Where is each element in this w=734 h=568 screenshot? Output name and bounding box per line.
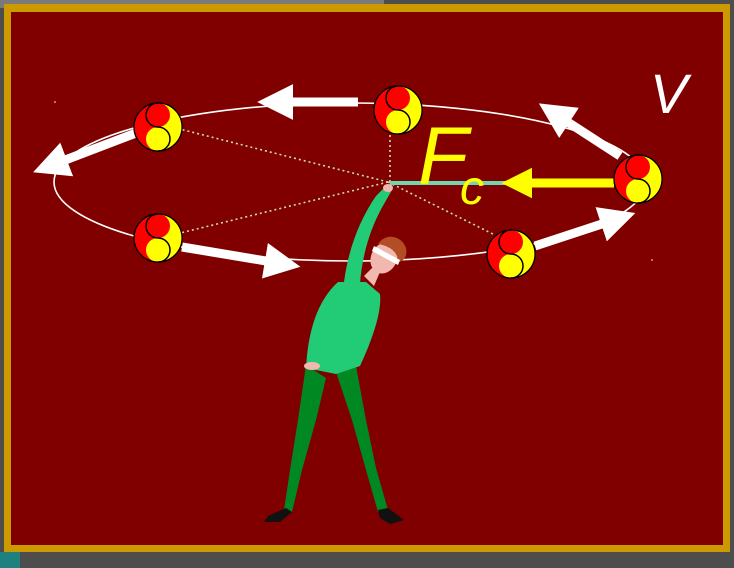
ball-upper-left xyxy=(133,102,183,152)
person-hair xyxy=(378,236,407,262)
stray-dot xyxy=(651,259,653,261)
person-neck xyxy=(364,268,380,286)
radius-line-1 xyxy=(159,123,389,183)
person-lower-arm xyxy=(318,300,364,370)
person-left-foot xyxy=(264,508,292,522)
stretching-person-icon xyxy=(264,184,407,524)
person-right-leg xyxy=(336,366,388,512)
radius-lines xyxy=(159,123,506,241)
person-hip-hand xyxy=(304,362,320,370)
yin-yang-ball-icon xyxy=(133,102,183,152)
velocity-arrows xyxy=(33,84,636,279)
yin-yang-ball-icon xyxy=(613,154,663,204)
radius-line-2 xyxy=(159,181,389,239)
ball-right xyxy=(613,154,663,204)
stray-dot xyxy=(54,101,56,103)
yin-yang-ball-icon xyxy=(373,85,423,135)
person-left-leg xyxy=(284,365,326,512)
radius-line-4 xyxy=(387,181,506,241)
velocity-arrow-bottom-right xyxy=(533,207,636,251)
velocity-arrow-right xyxy=(538,103,623,160)
person-headband xyxy=(372,246,400,265)
velocity-arrow-bottom-left xyxy=(181,242,301,279)
person-raised-arm xyxy=(344,188,392,284)
yin-yang-ball-icon xyxy=(486,229,536,279)
person-hand xyxy=(383,184,393,192)
yin-yang-ball-icon xyxy=(133,213,183,263)
teal-corner-accent xyxy=(0,552,20,568)
ball-top xyxy=(373,85,423,135)
velocity-arrow-left xyxy=(33,128,138,177)
force-subscript-label: c xyxy=(460,162,484,215)
person-right-foot xyxy=(378,508,404,524)
velocity-label: V xyxy=(650,62,692,125)
force-label: F xyxy=(418,111,472,202)
person-torso xyxy=(306,282,381,374)
ball-lower-left xyxy=(133,213,183,263)
ball-lower-right xyxy=(486,229,536,279)
